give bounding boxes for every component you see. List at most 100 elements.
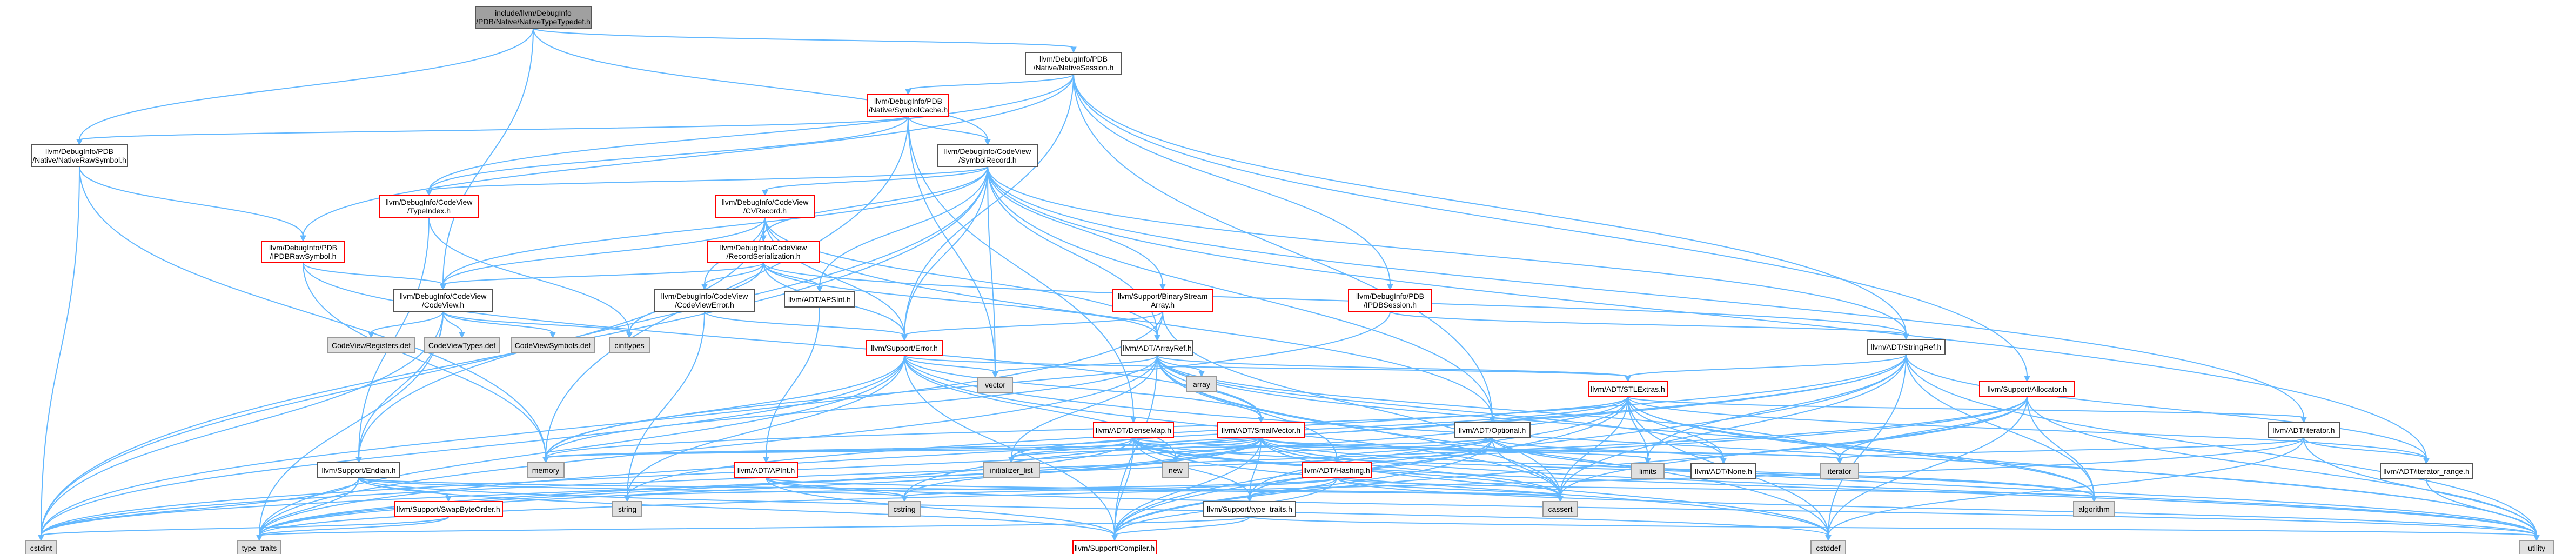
node-iteratorrange[interactable]: llvm/ADT/iterator_range.h xyxy=(2380,463,2473,479)
node-cassert[interactable]: cassert xyxy=(1542,501,1578,517)
node-label: llvm/DebugInfo/CodeView xyxy=(386,198,473,206)
node-cstddef[interactable]: cstddef xyxy=(1810,540,1846,554)
node-optional[interactable]: llvm/ADT/Optional.h xyxy=(1454,422,1531,438)
node-label: llvm/Support/Error.h xyxy=(871,344,938,352)
edge-symbolrecord-cvrecord xyxy=(762,166,988,197)
node-label: initializer_list xyxy=(990,466,1032,475)
node-endian[interactable]: llvm/Support/Endian.h xyxy=(317,462,400,478)
node-cstring[interactable]: cstring xyxy=(888,501,921,517)
node-label: llvm/ADT/None.h xyxy=(1695,467,1752,476)
node-label: /CodeViewError.h xyxy=(675,301,734,309)
node-ipdbsession[interactable]: llvm/DebugInfo/PDB/IPDBSession.h xyxy=(1348,289,1432,312)
edge-codeview-cinttypes xyxy=(442,311,633,339)
edge-optional-memory xyxy=(542,437,1493,464)
node-iterator[interactable]: llvm/ADT/iterator.h xyxy=(2268,422,2340,438)
edge-codeviewerror-error xyxy=(704,311,908,342)
edge-stringref-stlextras xyxy=(1625,354,1907,383)
node-apint[interactable]: llvm/ADT/APInt.h xyxy=(734,462,798,478)
node-utility[interactable]: utility xyxy=(2519,540,2554,554)
node-label: llvm/DebugInfo/PDB xyxy=(1039,55,1108,63)
node-label: llvm/DebugInfo/PDB xyxy=(874,97,942,105)
node-hashing[interactable]: llvm/ADT/Hashing.h xyxy=(1302,462,1372,478)
edge-stringref-cassert xyxy=(1557,354,1907,503)
node-limits[interactable]: limits xyxy=(1631,463,1665,479)
node-label: /CVRecord.h xyxy=(743,206,787,215)
node-label: llvm/ADT/DenseMap.h xyxy=(1096,426,1171,435)
node-label: llvm/Support/Endian.h xyxy=(322,466,396,475)
node-label: llvm/DebugInfo/PDB xyxy=(45,147,113,156)
node-string[interactable]: string xyxy=(612,501,642,517)
node-label: llvm/ADT/STLExtras.h xyxy=(1591,385,1665,393)
node-label: llvm/Support/Compiler.h xyxy=(1075,544,1155,552)
node-new[interactable]: new xyxy=(1162,462,1189,478)
node-stringref[interactable]: llvm/ADT/StringRef.h xyxy=(1867,339,1946,355)
node-typetraitsllvm[interactable]: llvm/Support/type_traits.h xyxy=(1203,501,1296,517)
node-cvtypes[interactable]: CodeViewTypes.def xyxy=(424,337,500,353)
node-smallvector[interactable]: llvm/ADT/SmallVector.h xyxy=(1217,422,1305,438)
edges xyxy=(38,28,2540,542)
node-stlextras[interactable]: llvm/ADT/STLExtras.h xyxy=(1588,381,1668,397)
node-label: llvm/ADT/APSInt.h xyxy=(788,295,851,304)
node-cvregisters[interactable]: CodeViewRegisters.def xyxy=(327,337,415,353)
node-none[interactable]: llvm/ADT/None.h xyxy=(1691,463,1756,479)
node-label: llvm/DebugInfo/CodeView xyxy=(720,243,808,252)
edge-cvrecord-error xyxy=(764,217,908,342)
edge-recordser-codeview xyxy=(440,262,764,291)
node-cvsymbols[interactable]: CodeViewSymbols.def xyxy=(511,337,595,353)
node-nativerawsymbol[interactable]: llvm/DebugInfo/PDB/Native/NativeRawSymbo… xyxy=(31,144,128,167)
edge-symbolrecord-stringref xyxy=(987,166,1909,341)
nodes: include/llvm/DebugInfo/PDB/Native/Native… xyxy=(25,6,2554,554)
node-label: iterator xyxy=(1828,467,1852,476)
node-codeviewerror[interactable]: llvm/DebugInfo/CodeView/CodeViewError.h xyxy=(654,289,755,312)
node-vector[interactable]: vector xyxy=(977,377,1013,393)
edge-nativerawsymbol-ipdbrawsymbol xyxy=(79,166,306,242)
node-label: llvm/DebugInfo/PDB xyxy=(269,243,337,252)
node-array[interactable]: array xyxy=(1186,376,1217,392)
edge-symbolcache-symbolrecord xyxy=(908,116,991,146)
node-swapbyteorder[interactable]: llvm/Support/SwapByteOrder.h xyxy=(394,501,503,517)
edge-iterator-iteratorstd xyxy=(1836,437,2304,465)
node-label: cassert xyxy=(1548,505,1572,513)
node-memory[interactable]: memory xyxy=(527,462,565,478)
node-densemap[interactable]: llvm/ADT/DenseMap.h xyxy=(1093,422,1174,438)
node-error[interactable]: llvm/Support/Error.h xyxy=(866,340,943,356)
node-label: llvm/DebugInfo/PDB xyxy=(1356,292,1424,301)
node-cinttypes[interactable]: cinttypes xyxy=(609,337,650,353)
node-codeview[interactable]: llvm/DebugInfo/CodeView/CodeView.h xyxy=(393,289,493,312)
node-algorithm[interactable]: algorithm xyxy=(2073,501,2115,517)
node-label: llvm/ADT/iterator.h xyxy=(2272,426,2335,435)
edge-iterator-iteratorrange xyxy=(2303,437,2430,465)
node-label: CodeViewTypes.def xyxy=(428,341,495,350)
node-label: llvm/ADT/APInt.h xyxy=(737,466,795,475)
node-ipdbrawsymbol[interactable]: llvm/DebugInfo/PDB/IPDBRawSymbol.h xyxy=(261,241,345,263)
node-recordser[interactable]: llvm/DebugInfo/CodeView/RecordSerializat… xyxy=(707,241,820,263)
node-apsint[interactable]: llvm/ADT/APSInt.h xyxy=(784,291,855,308)
node-typetraits[interactable]: type_traits xyxy=(237,540,281,554)
node-typeindex[interactable]: llvm/DebugInfo/CodeView/TypeIndex.h xyxy=(379,195,479,218)
node-root[interactable]: include/llvm/DebugInfo/PDB/Native/Native… xyxy=(475,6,592,29)
node-label: llvm/ADT/Optional.h xyxy=(1459,426,1526,435)
node-compiler[interactable]: llvm/Support/Compiler.h xyxy=(1072,540,1157,554)
node-iteratorstd[interactable]: iterator xyxy=(1820,463,1859,479)
node-arrayref[interactable]: llvm/ADT/ArrayRef.h xyxy=(1121,340,1193,356)
edge-arrayref-vector xyxy=(992,355,1158,378)
edge-endian-cstring xyxy=(358,477,908,503)
node-label: llvm/Support/type_traits.h xyxy=(1207,505,1292,513)
edge-nativesession-ipdbsession xyxy=(1073,74,1393,291)
node-nativesession[interactable]: llvm/DebugInfo/PDB/Native/NativeSession.… xyxy=(1025,52,1122,75)
node-initlist[interactable]: initializer_list xyxy=(983,462,1040,478)
node-allocator[interactable]: llvm/Support/Allocator.h xyxy=(1979,381,2075,397)
node-label: llvm/DebugInfo/CodeView xyxy=(722,198,809,206)
node-label: /IPDBRawSymbol.h xyxy=(270,252,337,261)
node-label: new xyxy=(1169,466,1183,475)
node-cstdint[interactable]: cstdint xyxy=(25,540,57,554)
node-cvrecord[interactable]: llvm/DebugInfo/CodeView/CVRecord.h xyxy=(715,195,815,218)
node-symbolcache[interactable]: llvm/DebugInfo/PDB/Native/SymbolCache.h xyxy=(867,94,949,117)
node-label: /TypeIndex.h xyxy=(407,206,451,215)
edge-codeview-cvregisters xyxy=(368,311,444,339)
edge-hashing-algorithm xyxy=(1336,477,2097,503)
node-symbolrecord[interactable]: llvm/DebugInfo/CodeView/SymbolRecord.h xyxy=(937,144,1038,167)
edge-endian-cassert xyxy=(358,477,1564,503)
